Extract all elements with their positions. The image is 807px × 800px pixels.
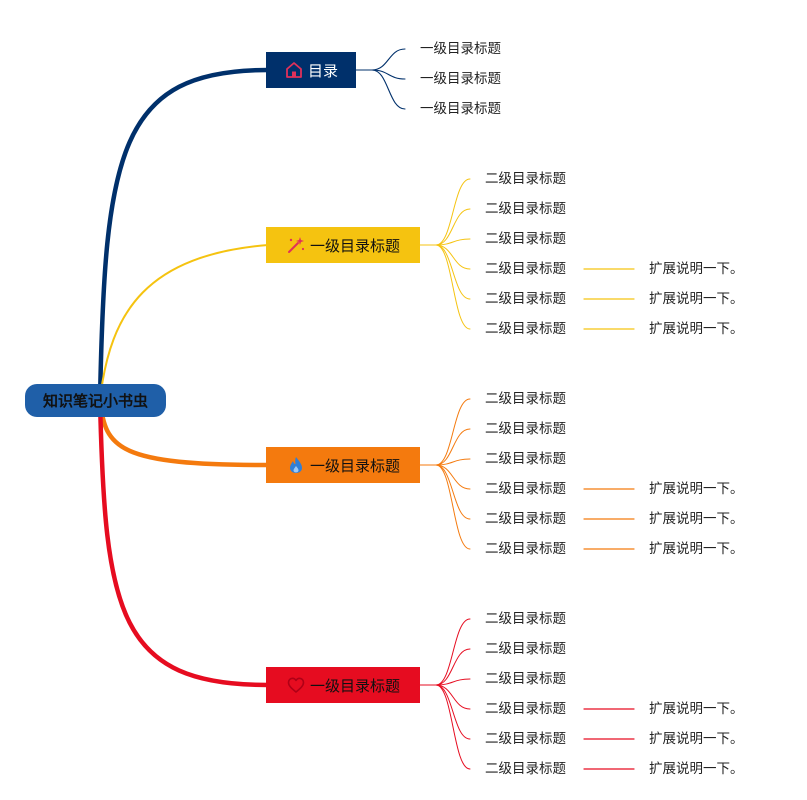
child-node-label[interactable]: 二级目录标题 — [485, 391, 566, 407]
main-branch-line — [97, 397, 271, 688]
magic-wand-icon — [286, 235, 306, 255]
child-node-label[interactable]: 二级目录标题 — [485, 611, 566, 627]
child-node-label[interactable]: 二级目录标题 — [485, 231, 566, 247]
child-connector-line — [435, 208, 471, 246]
child-connector-line — [435, 464, 471, 550]
root-label: 知识笔记小书虫 — [42, 392, 148, 410]
child-connector-line — [435, 428, 471, 466]
branch-node-b3[interactable]: 一级目录标题 — [266, 667, 420, 703]
root-node[interactable]: 知识笔记小书虫 — [25, 384, 166, 417]
branch-node-toc[interactable]: 目录 — [266, 52, 356, 88]
home-icon — [284, 60, 304, 80]
extension-note[interactable]: 扩展说明一下。 — [649, 701, 744, 717]
child-node-label[interactable]: 二级目录标题 — [485, 451, 566, 467]
branch-node-b1[interactable]: 一级目录标题 — [266, 227, 420, 263]
child-connector-line — [435, 244, 471, 300]
extension-note[interactable]: 扩展说明一下。 — [649, 511, 744, 527]
child-connector-line — [371, 69, 406, 110]
extension-note[interactable]: 扩展说明一下。 — [649, 321, 744, 337]
extension-note[interactable]: 扩展说明一下。 — [649, 481, 744, 497]
child-node-label[interactable]: 二级目录标题 — [485, 541, 566, 557]
child-node-label[interactable]: 二级目录标题 — [485, 641, 566, 657]
branch-label: 一级目录标题 — [309, 676, 400, 695]
branch-label: 一级目录标题 — [309, 236, 400, 255]
child-connector-line — [435, 684, 471, 770]
child-connector-line — [435, 238, 471, 246]
child-connector-line — [435, 244, 471, 330]
branch-node-b2[interactable]: 一级目录标题 — [266, 447, 420, 483]
child-connector-line — [435, 684, 471, 740]
child-node-label[interactable]: 二级目录标题 — [485, 321, 566, 337]
main-branch-line — [99, 244, 269, 401]
child-connector-line — [435, 648, 471, 686]
extension-note[interactable]: 扩展说明一下。 — [649, 261, 744, 277]
child-node-label[interactable]: 二级目录标题 — [485, 731, 566, 747]
child-node-label[interactable]: 一级目录标题 — [420, 71, 501, 87]
main-branch-line — [97, 67, 271, 403]
child-node-label[interactable]: 二级目录标题 — [485, 261, 566, 277]
child-connector-line — [435, 678, 471, 686]
child-connector-line — [435, 464, 471, 520]
extension-note[interactable]: 扩展说明一下。 — [649, 731, 744, 747]
child-connector-line — [435, 178, 471, 246]
heart-icon — [286, 675, 306, 695]
extension-note[interactable]: 扩展说明一下。 — [649, 541, 744, 557]
child-connector-line — [371, 48, 406, 71]
child-connector-line — [435, 458, 471, 466]
child-node-label[interactable]: 一级目录标题 — [420, 101, 501, 117]
flame-icon — [286, 455, 306, 475]
child-connector-line — [435, 398, 471, 466]
child-node-label[interactable]: 一级目录标题 — [420, 41, 501, 57]
child-node-label[interactable]: 二级目录标题 — [485, 421, 566, 437]
child-node-label[interactable]: 二级目录标题 — [485, 201, 566, 217]
extension-note[interactable]: 扩展说明一下。 — [649, 291, 744, 307]
branch-label: 一级目录标题 — [309, 456, 400, 475]
child-node-label[interactable]: 二级目录标题 — [485, 671, 566, 687]
child-node-label[interactable]: 二级目录标题 — [485, 511, 566, 527]
child-node-label[interactable]: 二级目录标题 — [485, 701, 566, 717]
child-connector-line — [435, 618, 471, 686]
child-node-label[interactable]: 二级目录标题 — [485, 761, 566, 777]
child-node-label[interactable]: 二级目录标题 — [485, 171, 566, 187]
child-node-label[interactable]: 二级目录标题 — [485, 481, 566, 497]
branch-label: 目录 — [307, 61, 338, 80]
extension-note[interactable]: 扩展说明一下。 — [649, 761, 744, 777]
child-node-label[interactable]: 二级目录标题 — [485, 291, 566, 307]
